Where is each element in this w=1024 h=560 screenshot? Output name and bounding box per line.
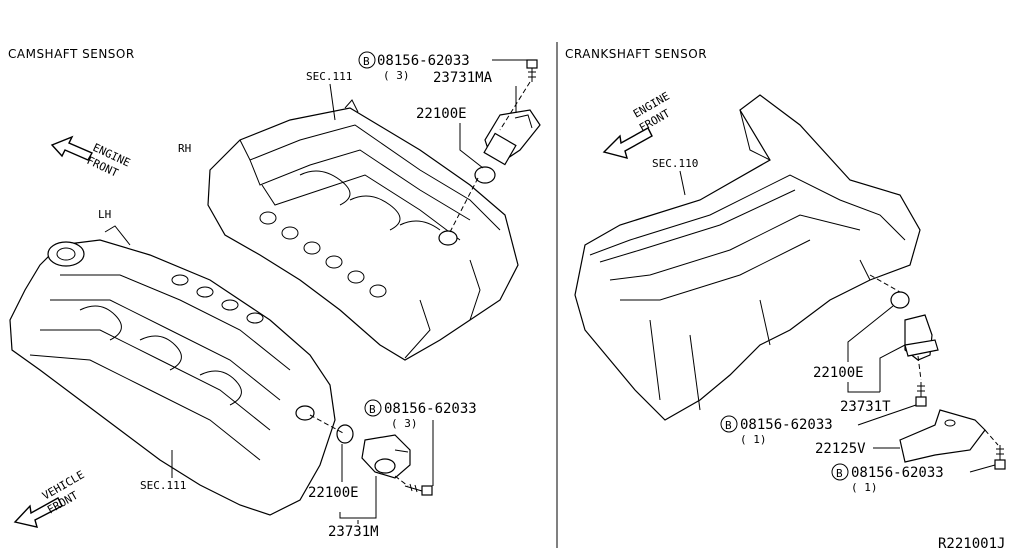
cam-bottom-bolt-part-number: 08156-62033	[384, 401, 477, 417]
engine-front-crank-arrow: ENGINE FRONT	[602, 89, 673, 159]
callout-cam-bottom-bolt: B 08156-62033 ( 3)	[364, 399, 477, 486]
cam-bottom-sensor-part-number: 23731M	[328, 524, 379, 540]
cam-bottom-bolt-qty: ( 3)	[391, 417, 418, 430]
sec-110-label: SEC.110	[652, 157, 698, 170]
crank-bolt1-qty: ( 1)	[740, 433, 767, 446]
crankshaft-sensor	[904, 314, 939, 361]
cam-bottom-oring-part-number: 22100E	[308, 485, 359, 501]
leader-sec-crank	[679, 170, 686, 196]
sec-111-bottom-label: SEC.111	[140, 479, 186, 492]
cam-top-oring-part-number: 22100E	[416, 106, 467, 122]
leader-cam-bottom-sensor-1	[339, 476, 377, 519]
crank-oring-part-number: 22100E	[813, 365, 864, 381]
cam-top-bolt-part-number: 08156-62033	[377, 53, 470, 69]
callout-crank-bolt-2: B 08156-62033 ( 1)	[831, 463, 996, 494]
crankshaft-section-title: CRANKSHAFT SENSOR	[565, 47, 707, 61]
lh-cylinder-head	[9, 225, 336, 516]
oil-pan	[574, 94, 921, 421]
rh-cylinder-head	[207, 99, 519, 361]
bolt-rh	[526, 59, 538, 82]
leader-crank-sensor-2	[879, 344, 906, 392]
leader-sec-top	[329, 83, 336, 121]
crank-bolt1-part-number: 08156-62033	[740, 417, 833, 433]
leader-rh-bolt	[499, 81, 531, 131]
diagram-id: R221001J	[938, 536, 1005, 552]
bolt-symbol: B	[725, 419, 732, 432]
engine-front-arrow: ENGINE FRONT	[50, 135, 132, 180]
crank-bolt2-part-number: 08156-62033	[851, 465, 944, 481]
leader-cam-top-oring	[459, 123, 484, 169]
leader-lh-sensor	[309, 414, 346, 435]
callout-crank-bolt-1: B 08156-62033 ( 1)	[720, 404, 917, 446]
bolt-symbol: B	[836, 467, 843, 480]
oring-lh	[336, 424, 354, 444]
crank-bolt-1	[915, 382, 927, 407]
leader-crank-oring	[869, 274, 901, 293]
bolt-symbol: B	[369, 403, 376, 416]
bolt-lh	[404, 483, 433, 496]
crank-sensor-part-number: 23731T	[840, 399, 891, 415]
bolt-symbol: B	[363, 55, 370, 68]
leader-lh-bolt	[394, 475, 409, 487]
crank-bolt2-qty: ( 1)	[851, 481, 878, 494]
crank-bracket	[899, 409, 986, 463]
camshaft-sensor-lh	[361, 434, 411, 479]
crank-bracket-part-number: 22125V	[815, 441, 866, 457]
rh-label: RH	[178, 142, 191, 155]
vehicle-front-arrow: VEHICLE FRONT	[13, 468, 87, 528]
leader-crank-bolt2	[984, 429, 999, 446]
leader-crank-bolt	[917, 355, 922, 381]
lh-label: LH	[98, 208, 111, 221]
crank-oring	[890, 291, 910, 309]
leader-rh-sensor	[449, 177, 479, 233]
sec-111-top-label: SEC.111	[306, 70, 352, 83]
cam-top-bolt-qty: ( 3)	[383, 69, 410, 82]
cam-top-sensor-part-number: 23731MA	[433, 70, 493, 86]
crank-bolt-2	[994, 445, 1006, 470]
leader-crank-oring-label	[847, 305, 894, 362]
camshaft-section-title: CAMSHAFT SENSOR	[8, 47, 135, 61]
callout-cam-top-bolt: B 08156-62033 ( 3)	[358, 51, 528, 82]
oring-rh	[474, 166, 496, 184]
camshaft-sensor-rh	[483, 109, 541, 166]
leader-crank-sensor-1	[847, 382, 880, 393]
